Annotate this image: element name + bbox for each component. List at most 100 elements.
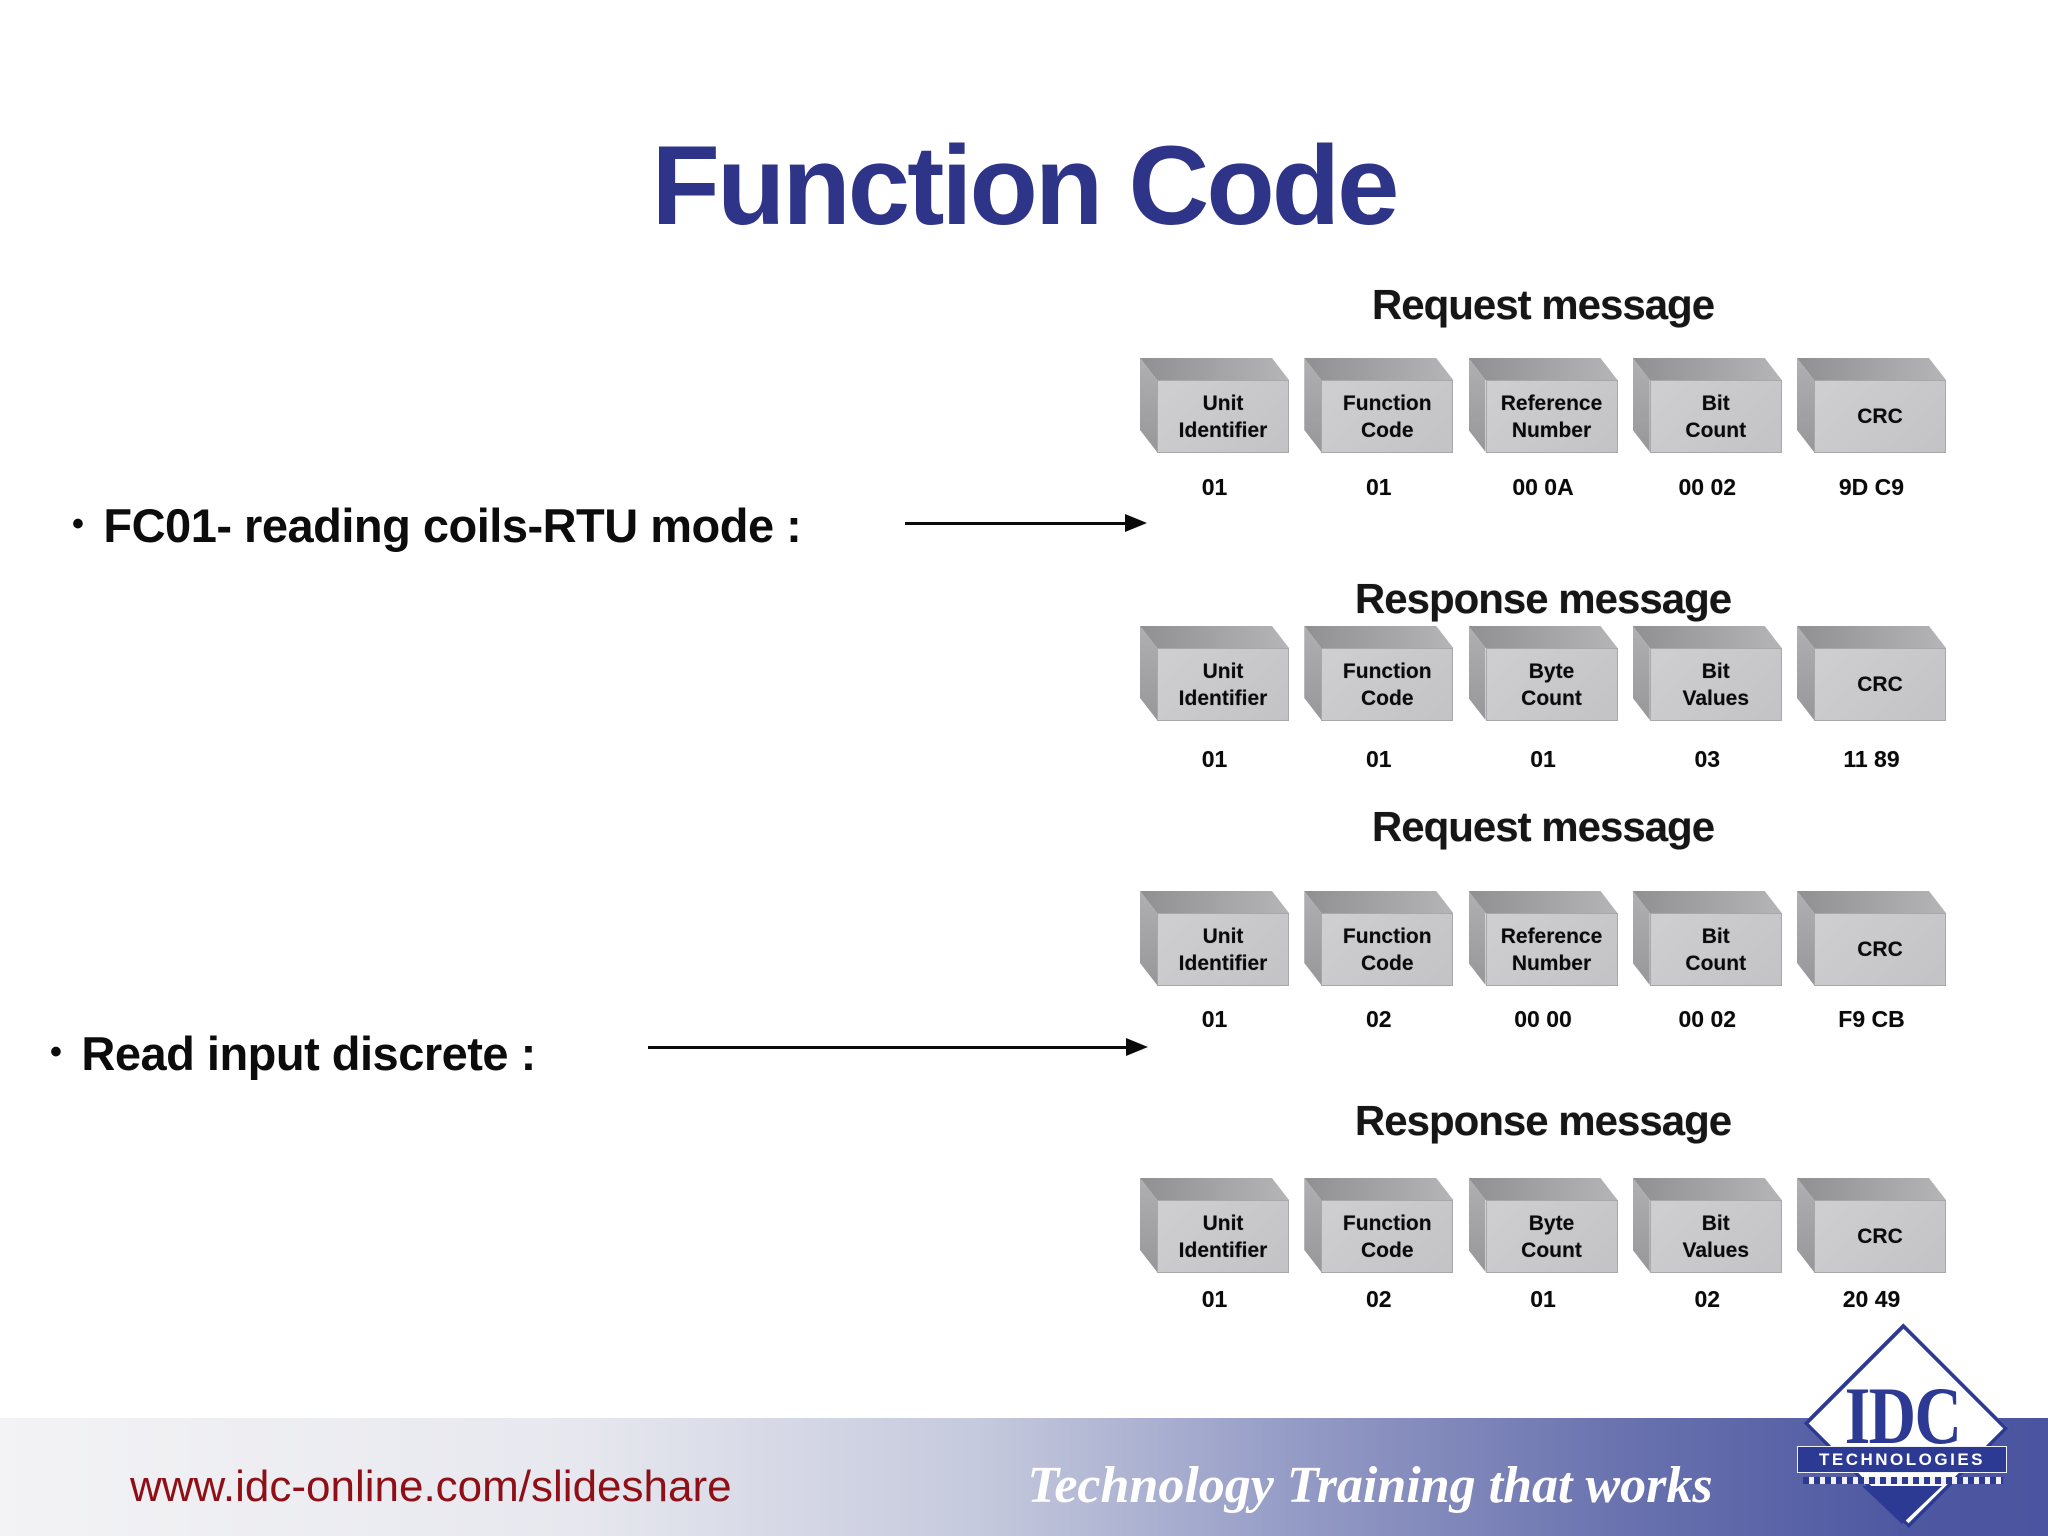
cube-left-face: [1140, 891, 1157, 985]
page-title: Function Code: [651, 123, 1400, 248]
cube-top-face: [1304, 1178, 1454, 1200]
field-box-crc: CRC: [1797, 358, 1946, 453]
field-value: 01: [1530, 746, 1556, 772]
cube-left-face: [1304, 626, 1322, 720]
bullet-dot: •: [50, 1033, 62, 1071]
cube-top-face: [1140, 358, 1289, 380]
field-value: 00 0A: [1512, 474, 1574, 500]
diagram2-values: 01 01 01 03 11 89: [1140, 744, 1946, 774]
diagram2-title: Response message: [1354, 575, 1732, 622]
field-value: 02: [1694, 1286, 1721, 1312]
cube-left-face: [1797, 626, 1814, 720]
cube-left-face: [1632, 891, 1650, 985]
arrow-to-fc01-diagrams: [905, 514, 1147, 532]
field-value: 01: [1201, 1286, 1228, 1312]
cube-top-face: [1140, 626, 1289, 648]
field-box-crc: CRC: [1797, 1178, 1946, 1273]
cube-top-face: [1468, 1178, 1618, 1200]
bullet-dot: •: [72, 505, 84, 543]
logo-banner: TECHNOLOGIES: [1797, 1446, 2007, 1473]
logo-name: IDC: [1844, 1370, 1962, 1461]
field-value: 00 02: [1678, 474, 1737, 500]
field-value: 01: [1365, 474, 1392, 500]
field-value: 03: [1694, 746, 1721, 772]
cube-left-face: [1797, 891, 1814, 985]
logo-diamond-tip-icon: [1862, 1486, 1942, 1524]
cube-left-face: [1140, 1178, 1157, 1272]
field-value: 11 89: [1843, 746, 1900, 772]
field-value: 01: [1530, 1286, 1556, 1312]
cube-left-face: [1632, 1178, 1650, 1272]
field-value: 01: [1365, 746, 1392, 772]
bullet-fc01: • FC01- reading coils-RTU mode :: [72, 496, 802, 554]
cube-top-face: [1468, 891, 1618, 913]
field-value: 01: [1201, 1006, 1228, 1032]
cube-top-face: [1797, 626, 1946, 648]
field-value: 01: [1201, 474, 1228, 500]
field-value: 00 00: [1514, 1006, 1572, 1032]
cube-top-face: [1304, 626, 1454, 648]
diagram4-title: Response message: [1354, 1097, 1732, 1144]
cube-left-face: [1632, 358, 1650, 452]
cube-left-face: [1304, 1178, 1322, 1272]
cube-left-face: [1304, 891, 1322, 985]
cube-top-face: [1632, 626, 1782, 648]
footer-band: [0, 1418, 2048, 1536]
bullet-read-input-label: Read input discrete :: [81, 1027, 536, 1080]
cube-top-face: [1797, 358, 1946, 380]
field-value: F9 CB: [1838, 1006, 1905, 1032]
cube-top-face: [1797, 1178, 1946, 1200]
cube-left-face: [1797, 358, 1814, 452]
diagram1-title: Request message: [1371, 281, 1715, 328]
field-box-crc: CRC: [1797, 626, 1946, 721]
field-value: 02: [1365, 1006, 1392, 1032]
cube-left-face: [1468, 891, 1486, 985]
cube-left-face: [1140, 358, 1157, 452]
cube-top-face: [1468, 626, 1618, 648]
cube-left-face: [1140, 626, 1157, 720]
bullet-fc01-label: FC01- reading coils-RTU mode :: [103, 499, 802, 552]
footer-url: www.idc-online.com/slideshare: [130, 1462, 732, 1511]
cube-left-face: [1468, 1178, 1486, 1272]
cube-top-face: [1468, 358, 1618, 380]
cube-left-face: [1304, 358, 1322, 452]
diagram4-values: 01 02 01 02 20 49: [1140, 1284, 1946, 1314]
field-value: 02: [1365, 1286, 1392, 1312]
diagram1-values: 01 01 00 0A 00 02 9D C9: [1140, 472, 1946, 502]
cube-top-face: [1304, 891, 1454, 913]
field-box-crc: CRC: [1797, 891, 1946, 986]
field-value: 20 49: [1842, 1286, 1901, 1312]
field-value: 9D C9: [1838, 474, 1905, 500]
cube-left-face: [1797, 1178, 1814, 1272]
cube-top-face: [1632, 891, 1782, 913]
field-value: 01: [1201, 746, 1228, 772]
cube-top-face: [1304, 358, 1454, 380]
cube-top-face: [1797, 891, 1946, 913]
field-value: 00 02: [1678, 1006, 1737, 1032]
logo-dashed-strip-icon: [1803, 1477, 2003, 1484]
diagram3-values: 01 02 00 00 00 02 F9 CB: [1140, 1004, 1946, 1034]
diagram3-title: Request message: [1371, 803, 1715, 850]
cube-left-face: [1468, 626, 1486, 720]
